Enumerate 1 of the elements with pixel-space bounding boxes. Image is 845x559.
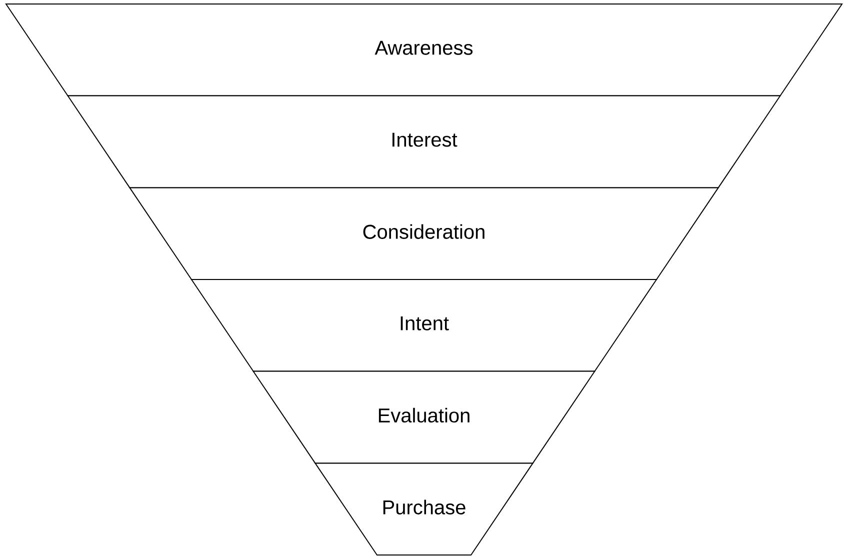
node-label: Purchase bbox=[383, 500, 466, 514]
